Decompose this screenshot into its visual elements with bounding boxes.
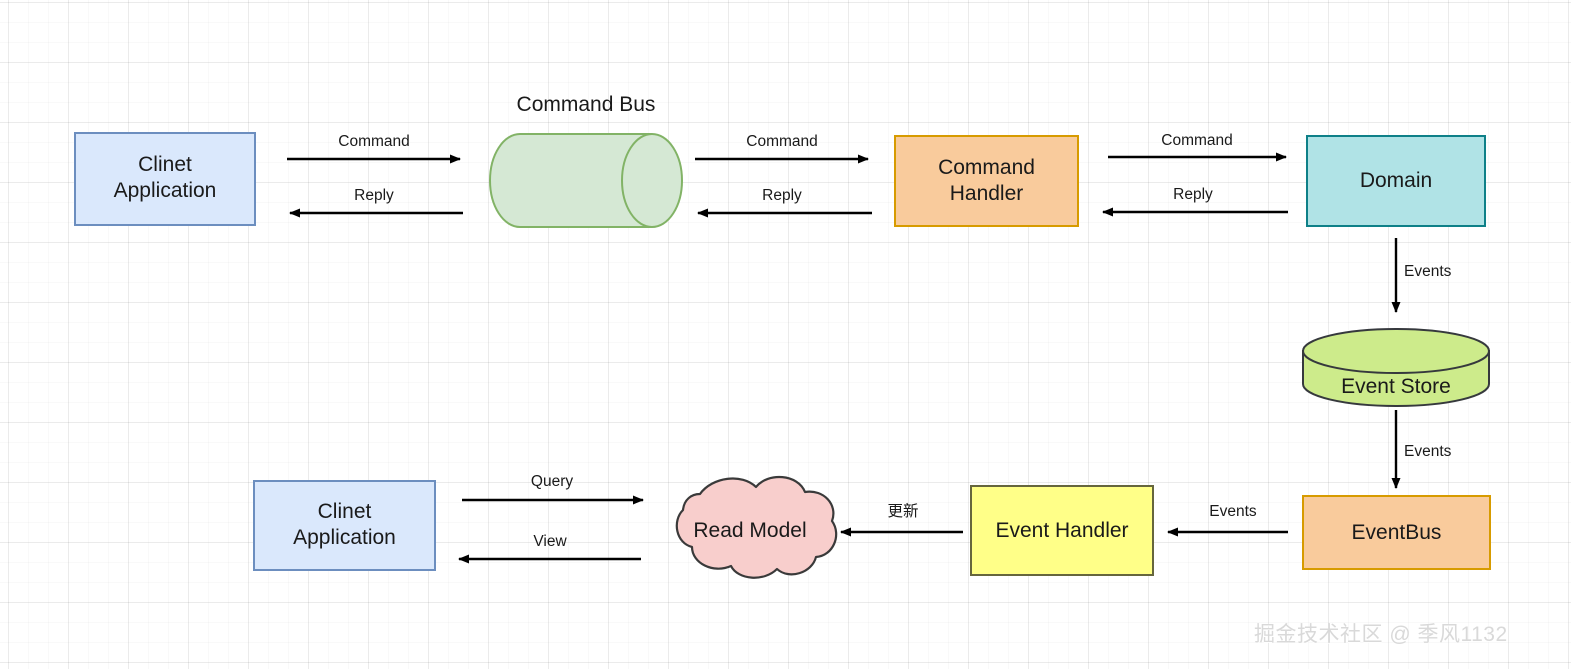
watermark-text: 掘金技术社区 @ 季风1132 <box>1254 623 1508 646</box>
node-event-handler[interactable] <box>970 485 1154 576</box>
node-command-handler[interactable] <box>894 135 1079 227</box>
node-domain[interactable] <box>1306 135 1486 227</box>
node-event-store[interactable] <box>1302 328 1490 407</box>
node-command-bus[interactable] <box>489 133 683 228</box>
node-read-model[interactable] <box>675 475 838 579</box>
node-event-bus[interactable] <box>1302 495 1491 570</box>
node-client-application-bottom[interactable] <box>253 480 436 571</box>
node-client-application-top[interactable] <box>74 132 256 226</box>
